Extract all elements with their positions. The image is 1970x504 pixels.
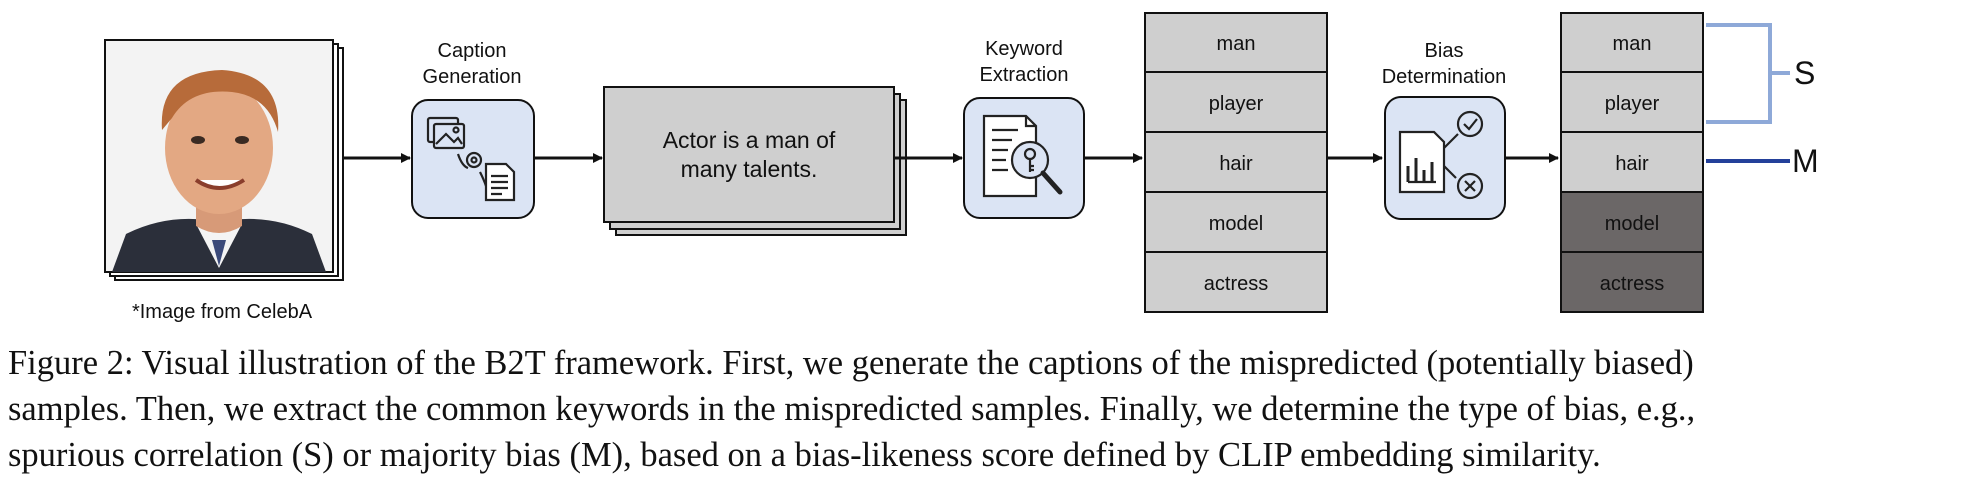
step-caption-generation-label-2: Generation [423, 66, 522, 88]
result-keyword-actress: actress [1600, 273, 1664, 295]
bias-m-label: M [1792, 143, 1819, 179]
keyword-extraction-icon [982, 114, 1063, 198]
b2t-framework-figure: *Image from CelebA Caption Generation Ac… [104, 12, 1819, 323]
keyword-model: model [1209, 213, 1263, 235]
caption-line-2: samples. Then, we extract the common key… [8, 390, 1696, 428]
caption-line-1: Figure 2: Visual illustration of the B2T… [8, 344, 1694, 382]
bias-determination-icon [1398, 110, 1484, 200]
caption-stack [603, 86, 907, 236]
keyword-man: man [1217, 33, 1256, 55]
keyword-list [1144, 12, 1328, 313]
person-photo-icon [104, 39, 334, 273]
figure-caption: Figure 2: Visual illustration of the B2T… [8, 340, 1963, 478]
step-bias-determination-label-2: Determination [1382, 66, 1507, 88]
step-bias-determination-label-1: Bias [1425, 40, 1464, 62]
result-list [1560, 12, 1704, 313]
caption-generation-icon [426, 116, 516, 202]
step-caption-generation-label-1: Caption [438, 40, 507, 62]
result-keyword-hair: hair [1615, 153, 1649, 175]
result-keyword-player: player [1605, 93, 1660, 115]
caption-text-line-1: Actor is a man of [663, 127, 836, 153]
result-keyword-man: man [1613, 33, 1652, 55]
keyword-player: player [1209, 93, 1264, 115]
person-photo-stack [104, 39, 344, 281]
spurious-correlation-bracket [1706, 23, 1790, 124]
image-source-note: *Image from CelebA [132, 301, 313, 323]
step-keyword-extraction-label-1: Keyword [985, 38, 1063, 60]
step-keyword-extraction-label-2: Extraction [980, 64, 1069, 86]
keyword-hair: hair [1219, 153, 1253, 175]
caption-line-3: spurious correlation (S) or majority bia… [8, 436, 1601, 474]
caption-text-line-2: many talents. [681, 156, 818, 182]
bias-s-label: S [1794, 55, 1815, 91]
keyword-actress: actress [1204, 273, 1268, 295]
result-keyword-model: model [1605, 213, 1659, 235]
